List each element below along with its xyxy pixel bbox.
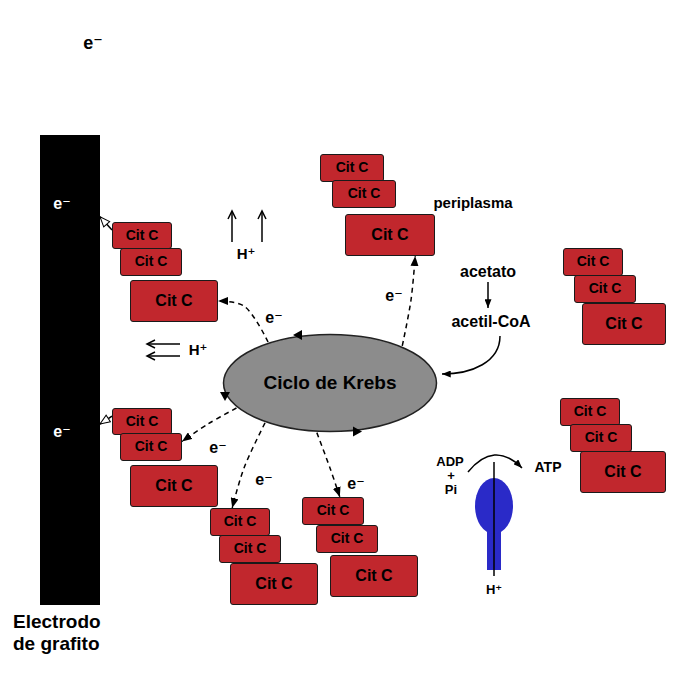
cytochrome-label: Cit C <box>355 567 392 585</box>
proton-arrowhead <box>147 352 155 360</box>
electron-flow-arrow <box>182 408 236 441</box>
cytochrome-label: Cit C <box>155 477 192 495</box>
cycle-arrowhead <box>293 330 302 340</box>
electron-label: e⁻ <box>254 471 273 489</box>
outer-membrane <box>124 176 626 616</box>
electron-flow-arrow <box>232 423 265 508</box>
cytochrome-box: Cit C <box>112 222 172 249</box>
cytochrome-box: Cit C <box>130 465 218 507</box>
cytochrome-box: Cit C <box>580 451 666 493</box>
current-arrowhead <box>72 24 82 34</box>
substrate-label: acetato <box>459 263 517 281</box>
proton-arrow <box>261 212 263 242</box>
region-label: periplasma <box>433 195 512 212</box>
cytochrome-box: Cit C <box>345 214 435 256</box>
electron-label: e⁻ <box>52 195 71 213</box>
krebs-ellipse-shape <box>224 335 437 432</box>
cytochrome-label: Cit C <box>135 439 168 454</box>
cytochrome-label: Cit C <box>371 226 408 244</box>
cytochrome-box: Cit C <box>130 280 218 322</box>
cytochrome-label: Cit C <box>126 228 159 243</box>
proton-arrow <box>148 355 180 357</box>
cytochrome-box: Cit C <box>112 408 172 435</box>
cytochrome-label: Cit C <box>234 541 267 556</box>
cytochrome-label: Cit C <box>126 414 159 429</box>
proton-label: H⁺ <box>188 342 209 359</box>
cytochrome-box: Cit C <box>316 525 378 553</box>
proton-arrowhead <box>228 211 236 219</box>
electron-label: e⁻ <box>384 287 403 305</box>
electron-flow-arrow <box>218 301 268 342</box>
plus-sign: + <box>446 469 456 483</box>
cytochrome-label: Cit C <box>317 503 350 518</box>
product-label: ATP <box>534 460 563 475</box>
cytochrome-label: Cit C <box>589 281 622 296</box>
cytochrome-box: Cit C <box>219 535 281 563</box>
electron-transfer-arrow <box>100 217 112 230</box>
electrode-caption: Electrodo de grafito <box>13 611 121 655</box>
electrode-wire <box>66 0 69 135</box>
cytochrome-box: Cit C <box>582 303 666 345</box>
electron-flow-arrow <box>317 433 340 497</box>
proton-arrow <box>148 343 180 345</box>
reaction-arrow <box>468 455 522 472</box>
cytochrome-box: Cit C <box>574 275 636 303</box>
cycle-arrowhead <box>353 427 362 437</box>
process-label: Ciclo de Krebs <box>263 373 396 394</box>
cytochrome-label: Cit C <box>224 514 257 529</box>
proton-flow-line <box>493 462 495 576</box>
krebs-cycle-ellipse: Ciclo de Krebs <box>222 333 438 433</box>
cytochrome-box: Cit C <box>332 180 396 208</box>
cytochrome-box: Cit C <box>330 555 418 597</box>
proton-label: H⁺ <box>236 246 257 263</box>
electron-label: e⁻ <box>208 439 227 457</box>
cytochrome-label: Cit C <box>336 160 369 175</box>
cytochrome-label: Cit C <box>348 186 381 201</box>
cytochrome-label: Cit C <box>605 315 642 333</box>
cytochrome-box: Cit C <box>210 508 270 536</box>
cytochrome-box: Cit C <box>120 248 182 276</box>
reaction-arrow <box>442 336 500 374</box>
proton-label: H⁺ <box>485 583 503 597</box>
electron-transfer-arrow <box>100 416 112 424</box>
electron-label: e⁻ <box>346 475 365 493</box>
cytochrome-label: Cit C <box>604 463 641 481</box>
proton-arrowhead <box>258 211 266 219</box>
inner-membrane <box>172 226 578 566</box>
cytochrome-box: Cit C <box>320 154 384 182</box>
proton-arrowhead <box>147 340 155 348</box>
cytochrome-box: Cit C <box>560 398 620 426</box>
cytochrome-label: Cit C <box>331 531 364 546</box>
electron-label: e⁻ <box>52 423 71 441</box>
cytochrome-label: Cit C <box>135 254 168 269</box>
electron-flow-arrow <box>402 256 415 346</box>
substrate-label: acetil-CoA <box>450 313 531 331</box>
reactant-label: Pi <box>444 483 458 497</box>
cytochrome-label: Cit C <box>255 575 292 593</box>
cytochrome-label: Cit C <box>577 254 610 269</box>
electron-label: e⁻ <box>82 34 104 54</box>
reactant-label: ADP <box>435 455 464 469</box>
cytochrome-box: Cit C <box>120 433 182 461</box>
proton-arrow <box>231 212 233 242</box>
cycle-arrowhead <box>220 392 230 401</box>
cytochrome-label: Cit C <box>574 404 607 419</box>
electron-label: e⁻ <box>264 309 283 327</box>
cytochrome-box: Cit C <box>302 497 364 525</box>
cytochrome-box: Cit C <box>570 424 632 452</box>
current-arrow <box>76 26 78 62</box>
cytochrome-box: Cit C <box>230 563 318 605</box>
cytochrome-label: Cit C <box>155 292 192 310</box>
cytochrome-label: Cit C <box>585 430 618 445</box>
cytochrome-box: Cit C <box>563 248 623 276</box>
reaction-arrow <box>487 282 489 308</box>
